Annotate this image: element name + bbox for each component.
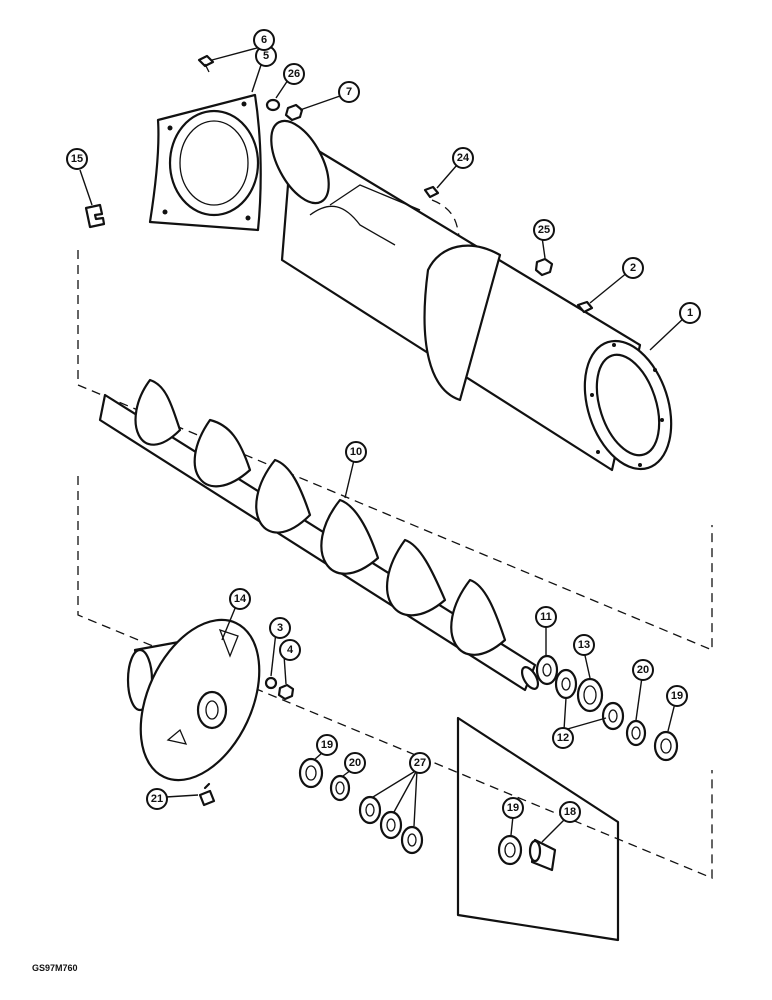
bolt-2 (576, 300, 594, 314)
svg-text:19: 19 (507, 802, 519, 814)
svg-text:19: 19 (671, 690, 683, 702)
washer-3 (264, 676, 278, 690)
svg-text:18: 18 (564, 806, 576, 818)
callout-6: 6 (253, 29, 275, 51)
svg-text:7: 7 (346, 86, 352, 98)
upper-group-outline (77, 250, 713, 651)
svg-text:20: 20 (349, 757, 361, 769)
leader-lines (79, 47, 686, 843)
callout-24: 24 (452, 147, 474, 169)
callout-4: 4 (279, 639, 301, 661)
washer-27-b (379, 810, 403, 840)
svg-text:3: 3 (277, 622, 283, 634)
callout-13: 13 (573, 634, 595, 656)
nut-7 (284, 103, 304, 122)
callout-25: 25 (533, 219, 555, 241)
grease-fitting-21 (198, 782, 216, 807)
bolt-24 (423, 185, 440, 199)
svg-text:27: 27 (414, 757, 426, 769)
nut-4 (277, 683, 295, 701)
inset-box (456, 716, 620, 942)
bearing-19-right (653, 730, 679, 762)
callout-3: 3 (269, 617, 291, 639)
auger-tube (270, 119, 673, 472)
auger-flighting (98, 378, 540, 692)
washer-20-right (625, 719, 647, 747)
washer-12-b (601, 701, 625, 731)
svg-text:10: 10 (350, 446, 362, 458)
svg-text:4: 4 (287, 644, 294, 656)
svg-text:5: 5 (263, 50, 269, 62)
washer-27-c (400, 825, 424, 855)
clip-15 (84, 203, 106, 229)
svg-text:26: 26 (288, 68, 300, 80)
bearing-13 (576, 677, 604, 713)
callout-21: 21 (146, 788, 168, 810)
washer-27-a (358, 795, 382, 825)
callout-14: 14 (229, 588, 251, 610)
callout-26: 26 (283, 63, 305, 85)
callout-1: 1 (679, 302, 701, 324)
svg-text:11: 11 (540, 611, 552, 623)
callout-11: 11 (535, 606, 557, 628)
svg-text:15: 15 (71, 153, 83, 165)
washer-12-a (554, 668, 578, 700)
svg-text:24: 24 (457, 152, 470, 164)
callout-7: 7 (338, 81, 360, 103)
svg-text:6: 6 (261, 34, 267, 46)
lower-group-outline (77, 476, 713, 879)
callout-12: 12 (552, 727, 574, 749)
svg-text:12: 12 (557, 732, 569, 744)
callout-20-right: 20 (632, 659, 654, 681)
callout-5: 5 (255, 45, 277, 67)
svg-text:20: 20 (637, 664, 649, 676)
callout-20-left: 20 (344, 752, 366, 774)
callout-19-left: 19 (316, 734, 338, 756)
washer-20-left (329, 774, 351, 802)
bearing-19-left (298, 757, 324, 789)
figure-code: GS97M760 (32, 963, 78, 973)
callout-19-inset: 19 (502, 797, 524, 819)
bolt-6 (197, 54, 215, 73)
flange-plate (148, 93, 262, 232)
washer-11 (535, 654, 559, 686)
callout-2: 2 (622, 257, 644, 279)
callout-19-right: 19 (666, 685, 688, 707)
callout-18: 18 (559, 801, 581, 823)
svg-text:13: 13 (578, 639, 590, 651)
callout-10: 10 (345, 441, 367, 463)
end-hub (126, 618, 261, 782)
bearing-19-inset (497, 834, 523, 866)
svg-text:14: 14 (234, 593, 247, 605)
washer-26 (265, 98, 281, 112)
svg-text:1: 1 (687, 307, 693, 319)
callout-15: 15 (66, 148, 88, 170)
svg-text:25: 25 (538, 224, 550, 236)
svg-text:19: 19 (321, 739, 333, 751)
callout-27: 27 (409, 752, 431, 774)
svg-text:2: 2 (630, 262, 636, 274)
svg-text:21: 21 (151, 793, 163, 805)
nut-25 (534, 257, 554, 277)
